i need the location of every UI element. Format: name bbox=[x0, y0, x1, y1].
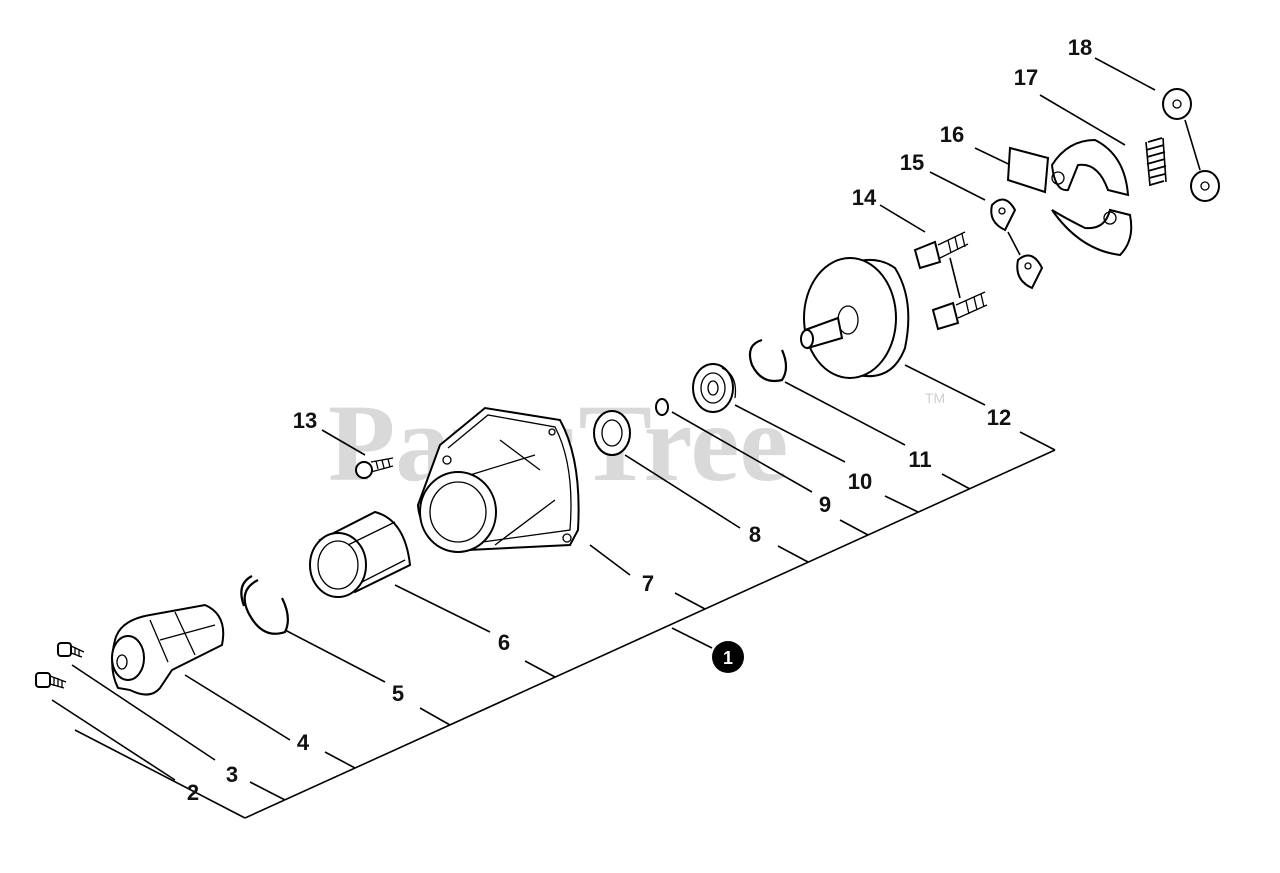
label-part-18: 18 bbox=[1068, 35, 1092, 60]
screw-part-13 bbox=[355, 457, 394, 479]
sleeve-part-6 bbox=[309, 510, 412, 598]
callout-label: 1 bbox=[723, 648, 733, 668]
label-part-2: 2 bbox=[187, 780, 199, 805]
label-part-9: 9 bbox=[819, 492, 831, 517]
bolt-part-14 bbox=[913, 231, 988, 331]
spring-part-17 bbox=[1145, 137, 1167, 187]
screw-part-2 bbox=[35, 672, 67, 689]
label-part-7: 7 bbox=[642, 571, 654, 596]
label-part-12: 12 bbox=[987, 405, 1011, 430]
label-part-4: 4 bbox=[297, 730, 310, 755]
screw-part-3 bbox=[57, 642, 85, 658]
circlip-part-11 bbox=[748, 338, 788, 383]
label-part-5: 5 bbox=[392, 681, 404, 706]
leader-lines bbox=[51, 57, 1156, 781]
label-part-17: 17 bbox=[1014, 65, 1038, 90]
label-part-13: 13 bbox=[293, 408, 317, 433]
assembly-bracket bbox=[74, 431, 1056, 819]
label-part-15: 15 bbox=[900, 150, 924, 175]
watermark-trademark: TM bbox=[925, 390, 945, 406]
label-part-6: 6 bbox=[498, 630, 510, 655]
clutch-drum-part-12 bbox=[800, 257, 910, 379]
label-part-16: 16 bbox=[940, 122, 964, 147]
washer-part-18 bbox=[1162, 88, 1220, 202]
clutch-shoes-part-16 bbox=[1006, 138, 1133, 257]
label-part-10: 10 bbox=[848, 469, 872, 494]
seal-part-8 bbox=[593, 410, 631, 456]
label-part-8: 8 bbox=[749, 522, 761, 547]
housing-part-7 bbox=[416, 406, 580, 553]
clamp-part-4 bbox=[111, 603, 225, 696]
washer-part-15 bbox=[990, 198, 1044, 290]
bearing-part-10 bbox=[692, 363, 737, 413]
label-part-14: 14 bbox=[852, 185, 877, 210]
assembly-callout: 1 bbox=[712, 641, 744, 673]
ring-part-9 bbox=[655, 398, 669, 416]
label-part-11: 11 bbox=[908, 447, 931, 472]
part-labels: 2 3 4 5 6 7 8 9 10 11 12 13 14 15 16 17 … bbox=[187, 35, 1092, 805]
label-part-3: 3 bbox=[226, 762, 238, 787]
retaining-ring-part-5 bbox=[240, 575, 289, 635]
